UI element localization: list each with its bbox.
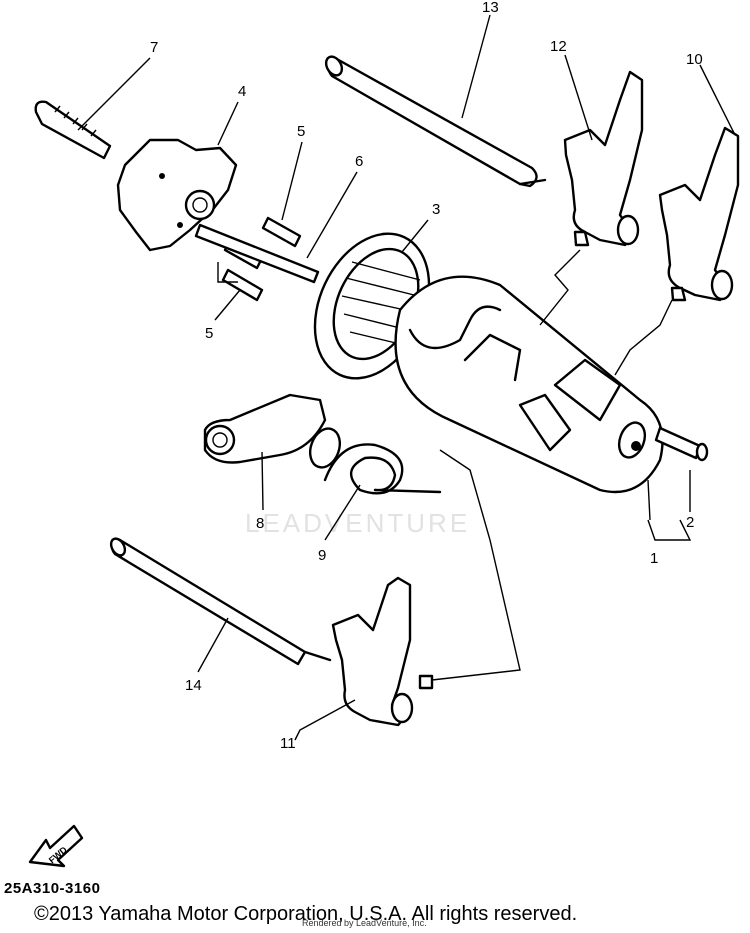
callout-11: 11: [280, 735, 296, 752]
part-2-dowel-pin[interactable]: [654, 426, 709, 462]
part-1-shift-drum[interactable]: [394, 275, 664, 494]
part-8-stopper-lever[interactable]: [203, 393, 345, 472]
rendered-by-notice: Rendered by LeadVenture, Inc.: [302, 918, 427, 928]
callout-7: 7: [150, 39, 158, 56]
callout-5-upper: 5: [297, 123, 305, 140]
callout-3: 3: [432, 201, 440, 218]
callout-6: 6: [355, 153, 363, 170]
callout-5-lower: 5: [205, 325, 213, 342]
fwd-arrow-icon: FWD: [28, 824, 84, 868]
callout-9: 9: [318, 547, 326, 564]
part-14-shift-fork-guide-bar[interactable]: [108, 536, 332, 666]
part-9-spring[interactable]: [323, 443, 442, 495]
callout-4: 4: [238, 83, 246, 100]
callout-13: 13: [482, 0, 499, 16]
callout-10: 10: [686, 51, 703, 68]
part-6-pin[interactable]: [194, 223, 320, 284]
reference-code: 25A310-3160: [4, 880, 101, 897]
part-5-pin-lower[interactable]: [221, 268, 264, 302]
part-7-bolt[interactable]: [34, 100, 112, 160]
callout-1: 1: [650, 550, 658, 567]
watermark: LEADVENTURE: [245, 508, 471, 538]
part-13-shift-fork-guide-bar[interactable]: [323, 54, 547, 188]
callout-8: 8: [256, 515, 264, 532]
part-11-shift-fork[interactable]: [331, 576, 434, 727]
part-4-segment[interactable]: [116, 138, 238, 252]
leader-lines: [77, 14, 736, 741]
callout-12: 12: [550, 38, 567, 55]
callout-labels: 1 2 3 4 5 5 6 7 8 9 10 11 12 13 14: [150, 0, 703, 752]
part-12-shift-fork[interactable]: [563, 70, 644, 247]
part-10-shift-fork[interactable]: [658, 126, 740, 302]
callout-2: 2: [686, 514, 694, 531]
copyright-notice: ©2013 Yamaha Motor Corporation, U.S.A. A…: [34, 903, 578, 925]
callout-14: 14: [185, 677, 202, 694]
